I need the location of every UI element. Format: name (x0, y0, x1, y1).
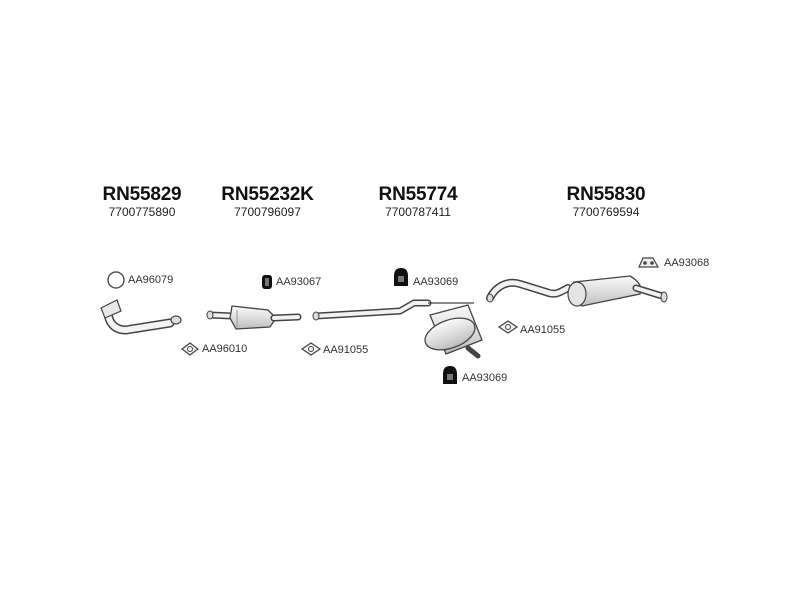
group-rn55774: RN55774 7700787411 (368, 184, 468, 220)
group-rn55829: RN55829 7700775890 (92, 184, 192, 220)
group-number: 7700787411 (385, 205, 451, 219)
middle-silencer-icon (312, 299, 483, 359)
group-code: RN55830 (566, 184, 646, 205)
flange-gasket-icon (300, 342, 322, 356)
front-pipe-icon (100, 299, 182, 335)
catalytic-converter-icon (206, 305, 302, 330)
group-number: 7700796097 (234, 205, 301, 219)
group-code: RN55829 (102, 184, 182, 205)
rubber-mount-icon (262, 275, 272, 289)
part-label-aa96010: AA96010 (202, 343, 248, 355)
hanger-bracket-icon (638, 257, 660, 268)
group-code: RN55232K (221, 184, 314, 205)
group-rn55830: RN55830 7700769594 (556, 184, 656, 220)
rubber-mount-icon (394, 268, 408, 286)
part-label-aa91055: AA91055 (323, 344, 369, 356)
part-label-aa93068: AA93068 (664, 257, 710, 269)
rear-silencer-icon (486, 275, 668, 307)
group-number: 7700769594 (572, 205, 640, 219)
part-label-aa96079: AA96079 (128, 274, 174, 286)
group-code: RN55774 (378, 184, 458, 205)
rubber-mount-icon (443, 366, 457, 384)
ring-gasket-icon (107, 271, 125, 289)
group-rn55232k: RN55232K 7700796097 (210, 184, 325, 220)
part-label-aa93069: AA93069 (413, 276, 459, 288)
part-label-aa93067: AA93067 (276, 276, 322, 288)
part-label-aa93069-lower: AA93069 (462, 372, 508, 384)
flange-gasket-icon (181, 342, 199, 356)
group-number: 7700775890 (108, 205, 176, 219)
flange-gasket-icon (497, 320, 519, 334)
part-label-aa91055-right: AA91055 (520, 324, 566, 336)
